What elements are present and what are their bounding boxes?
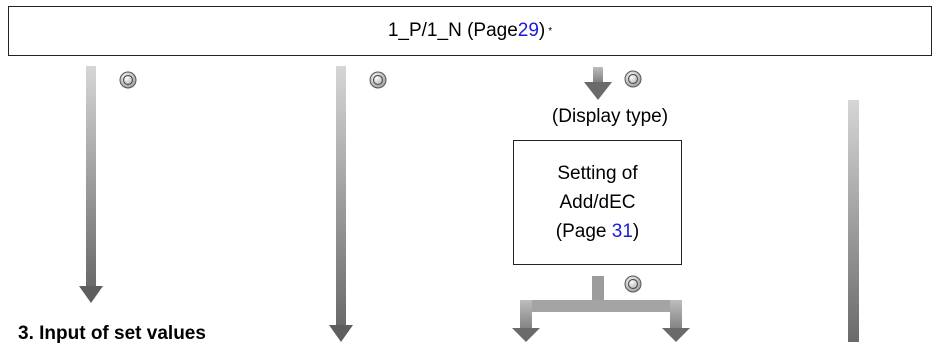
page-29-link[interactable]: 29 bbox=[517, 20, 539, 41]
display-type-caption: (Display type) bbox=[551, 106, 669, 127]
page-suffix: ) bbox=[632, 221, 640, 242]
double-circle-icon bbox=[624, 70, 642, 88]
top-box: 1_P/1_N (Page 29)* bbox=[8, 6, 932, 56]
setting-box: Setting of Add/dEC (Page 31) bbox=[513, 140, 682, 265]
page-31-link[interactable]: 31 bbox=[611, 221, 633, 242]
flow-arrow-1 bbox=[79, 66, 103, 303]
flow-arrow-4 bbox=[848, 100, 859, 342]
setting-box-line2: Add/dEC bbox=[559, 192, 636, 213]
double-circle-icon bbox=[624, 275, 642, 293]
setting-box-line1: Setting of bbox=[557, 163, 638, 184]
note-marker: * bbox=[548, 25, 553, 37]
section-heading: 3. Input of set values bbox=[18, 323, 206, 344]
page-prefix: (Page bbox=[555, 221, 612, 242]
flow-arrow-3 bbox=[584, 67, 612, 100]
top-box-text-close: ) bbox=[538, 20, 546, 41]
setting-box-page-ref: (Page 31) bbox=[556, 217, 639, 246]
double-circle-icon bbox=[369, 71, 387, 89]
flow-arrow-2 bbox=[329, 66, 353, 342]
double-circle-icon bbox=[119, 71, 137, 89]
top-box-text: 1_P/1_N (Page bbox=[387, 20, 518, 41]
branch-arrow bbox=[512, 276, 690, 342]
